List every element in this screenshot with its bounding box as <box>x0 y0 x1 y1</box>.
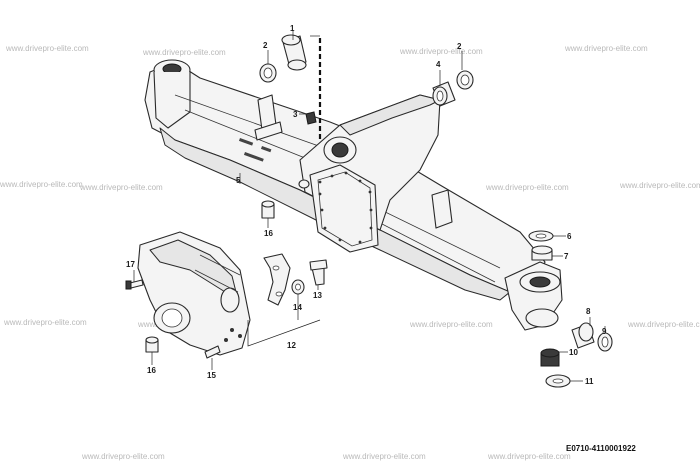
axle-beam <box>144 59 563 331</box>
callout-13: 13 <box>313 291 322 300</box>
watermark: www.drivepro-elite.com <box>488 452 571 461</box>
watermark: www.drivepro-elite.com <box>82 452 165 461</box>
pin-16-upper <box>261 200 275 219</box>
callout-7: 7 <box>564 252 569 261</box>
watermark: www.drivepro-elite.com <box>4 318 87 327</box>
washer-11 <box>545 374 571 388</box>
watermark: www.drivepro-elite.com <box>410 320 493 329</box>
watermark: www.drivepro-elite.com <box>400 47 483 56</box>
watermark: www.drivepro-elite.com <box>628 320 700 329</box>
callout-5: 5 <box>236 176 241 185</box>
bushing-7 <box>531 245 553 261</box>
washer-2-left <box>259 63 277 83</box>
callout-10: 10 <box>569 348 578 357</box>
watermark: www.drivepro-elite.com <box>343 452 426 461</box>
washer-14 <box>291 279 305 295</box>
callout-9: 9 <box>602 327 607 336</box>
steering-knuckle <box>137 231 251 356</box>
washer-6 <box>528 230 554 242</box>
callout-4: 4 <box>436 60 441 69</box>
pin-16-lower <box>145 336 159 353</box>
drawing-code: E0710-4110001922 <box>566 444 636 453</box>
bushing-8 <box>571 322 595 349</box>
callout-15: 15 <box>207 371 216 380</box>
watermark: www.drivepro-elite.com <box>565 44 648 53</box>
bushing-4 <box>432 81 456 107</box>
watermark: www.drivepro-elite.com <box>620 181 700 190</box>
callout-3: 3 <box>293 110 298 119</box>
watermark: www.drivepro-elite.com <box>80 183 163 192</box>
bushing-10 <box>540 348 560 367</box>
watermark: www.drivepro-elite.com <box>486 183 569 192</box>
callout-2-left: 2 <box>263 41 268 50</box>
grease-fitting-3 <box>305 111 317 125</box>
bolt-17 <box>125 279 144 290</box>
callout-16-lower: 16 <box>147 366 156 375</box>
bolt-15 <box>204 345 221 359</box>
washer-9 <box>597 332 613 352</box>
callout-17: 17 <box>126 260 135 269</box>
callout-2-right: 2 <box>457 42 462 51</box>
clamp-plate <box>263 253 291 306</box>
bushing-1 <box>281 34 307 71</box>
washer-2-right <box>456 70 474 90</box>
callout-6: 6 <box>567 232 572 241</box>
callout-8: 8 <box>586 307 591 316</box>
bolt-13 <box>309 259 328 286</box>
callout-12: 12 <box>287 341 296 350</box>
callout-14: 14 <box>293 303 302 312</box>
watermark: www.drivepro-elite.com <box>0 180 83 189</box>
watermark: www.drivepro-elite.com <box>143 48 226 57</box>
callout-1: 1 <box>290 24 295 33</box>
callout-16-upper: 16 <box>264 229 273 238</box>
callout-11: 11 <box>585 377 594 386</box>
watermark: www.drivepro-elite.com <box>6 44 89 53</box>
